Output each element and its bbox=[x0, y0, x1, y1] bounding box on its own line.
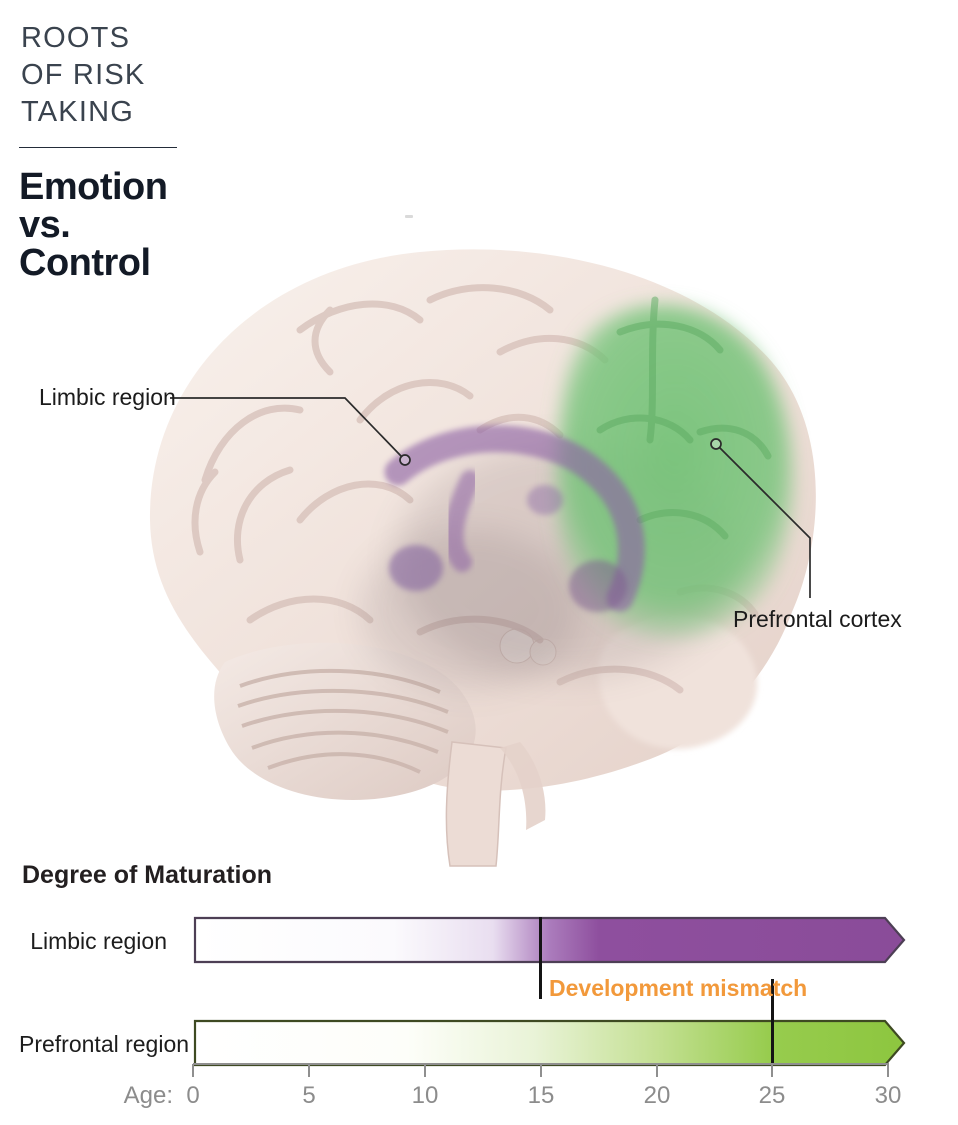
title-line-1: Emotion bbox=[19, 166, 168, 208]
limbic-highlight bbox=[384, 425, 645, 612]
prefrontal-highlight bbox=[555, 296, 794, 638]
kicker-line-2: OF RISK bbox=[21, 59, 146, 91]
tick-label-20: 20 bbox=[643, 1082, 671, 1109]
age-25-marker-line bbox=[771, 979, 774, 1065]
title-line-3: Control bbox=[19, 242, 151, 284]
tick-label-5: 5 bbox=[302, 1082, 316, 1109]
tick-label-10: 10 bbox=[411, 1082, 439, 1109]
axis-tick-10 bbox=[424, 1064, 426, 1077]
title-line-2: vs. bbox=[19, 204, 71, 246]
limbic-bar-label: Limbic region bbox=[30, 928, 167, 954]
axis-tick-5 bbox=[308, 1064, 310, 1077]
leader-lines bbox=[170, 397, 811, 598]
age-axis-label: Age: bbox=[123, 1082, 173, 1109]
tick-label-15: 15 bbox=[527, 1082, 555, 1109]
age-15-marker-line bbox=[539, 917, 542, 999]
cerebellum-striations bbox=[237, 668, 449, 774]
limbic-leader-dot bbox=[399, 454, 411, 466]
title-divider bbox=[19, 147, 177, 148]
stray-mark bbox=[405, 215, 413, 218]
prefrontal-bar-label: Prefrontal region bbox=[19, 1031, 190, 1057]
limbic-maturation-bar bbox=[193, 916, 906, 964]
kicker-line-1: ROOTS bbox=[21, 22, 131, 54]
tick-label-30: 30 bbox=[874, 1082, 902, 1109]
axis-tick-15 bbox=[540, 1064, 542, 1077]
kicker-line-3: TAKING bbox=[21, 96, 135, 128]
prefrontal-maturation-bar bbox=[193, 1019, 906, 1067]
chart-title: Degree of Maturation bbox=[22, 861, 273, 889]
axis-tick-20 bbox=[656, 1064, 658, 1077]
axis-tick-0 bbox=[192, 1064, 194, 1077]
kicker-title: ROOTS OF RISK TAKING bbox=[21, 20, 145, 131]
limbic-leader-line bbox=[170, 397, 402, 457]
prefrontal-cortex-label: Prefrontal cortex bbox=[733, 606, 902, 632]
development-mismatch-annotation: Development mismatch bbox=[549, 975, 808, 1001]
tick-label-25: 25 bbox=[758, 1082, 786, 1109]
prefrontal-leader-dot bbox=[710, 438, 722, 450]
axis-tick-25 bbox=[771, 1064, 773, 1077]
prefrontal-leader-line bbox=[719, 447, 811, 598]
page-title: Emotion vs. Control bbox=[19, 166, 168, 284]
axis-tick-30 bbox=[887, 1064, 889, 1077]
limbic-region-label: Limbic region bbox=[39, 384, 176, 410]
tick-label-0: 0 bbox=[186, 1082, 200, 1109]
